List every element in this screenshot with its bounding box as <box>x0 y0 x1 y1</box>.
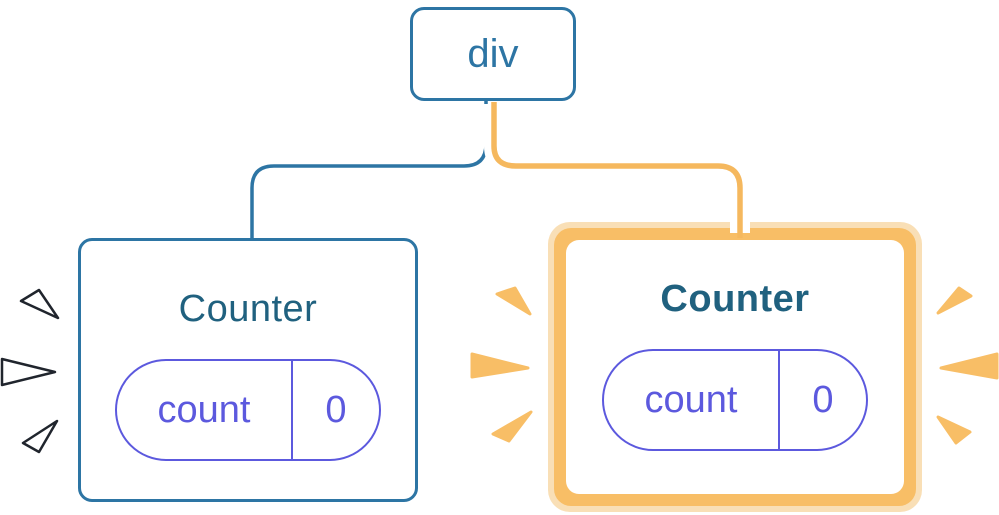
counter-card-left: Counter count 0 <box>78 238 418 502</box>
edge-root-to-right-counter-casing <box>484 104 750 233</box>
counter-card-right-glow: Counter count 0 <box>548 222 922 512</box>
state-value-right: 0 <box>778 351 866 449</box>
root-div-label: div <box>467 32 519 76</box>
spark-icon <box>936 415 972 445</box>
counter-title-left: Counter <box>178 288 318 330</box>
left-counter-sparks <box>0 288 60 454</box>
spark-icon <box>491 410 533 443</box>
spark-icon <box>21 419 59 454</box>
right-counter-sparks-right <box>936 286 999 445</box>
state-key-left: count <box>157 388 251 431</box>
right-counter-sparks-left <box>470 286 533 443</box>
edge-root-to-right-counter <box>491 102 743 238</box>
edge-root-to-left-counter <box>250 101 488 240</box>
counter-title-right: Counter <box>660 278 810 320</box>
state-value-left: 0 <box>291 361 379 459</box>
spark-icon <box>19 288 60 320</box>
counter-card-right-highlight-border: Counter count 0 <box>554 228 916 506</box>
state-pill-left: count 0 <box>115 359 381 461</box>
spark-icon <box>495 286 532 316</box>
state-pill-right: count 0 <box>602 349 868 451</box>
spark-icon <box>470 352 530 379</box>
root-div-node: div <box>410 7 576 101</box>
spark-icon <box>0 357 57 387</box>
counter-card-right: Counter count 0 <box>566 240 904 494</box>
spark-icon <box>936 286 973 315</box>
state-key-right: count <box>644 378 738 421</box>
spark-icon <box>939 352 999 380</box>
